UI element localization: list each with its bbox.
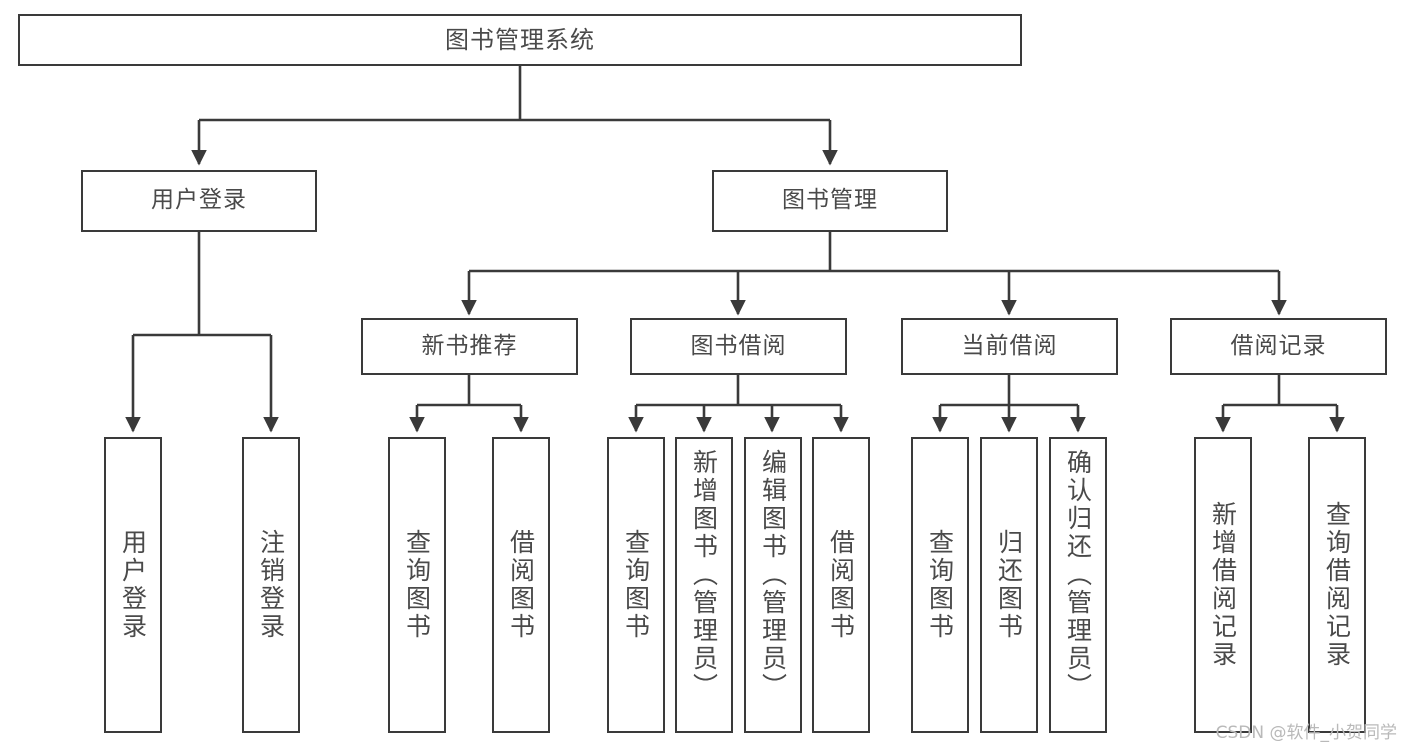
leaf-borrow-book-borrow[interactable]: 借阅图书 (812, 437, 870, 733)
node-new-book-recommend[interactable]: 新书推荐 (361, 318, 578, 375)
node-label: 归还图书 (994, 529, 1024, 641)
leaf-confirm-return-admin[interactable]: 确认归还（管理员） (1049, 437, 1107, 733)
node-label: 图书管理 (782, 187, 878, 214)
node-label: 新增借阅记录 (1208, 501, 1238, 669)
node-root-book-management-system[interactable]: 图书管理系统 (18, 14, 1022, 66)
csdn-watermark: CSDN @软件_小贺同学 (1215, 723, 1397, 743)
node-label: 注销登录 (256, 529, 286, 641)
node-label: 当前借阅 (961, 332, 1058, 359)
node-label: 用户登录 (151, 187, 247, 214)
node-label: 图书管理系统 (445, 25, 595, 54)
leaf-query-book-recommend[interactable]: 查询图书 (388, 437, 446, 733)
node-label: 图书借阅 (690, 332, 787, 359)
node-label: 确认归还（管理员） (1063, 449, 1093, 701)
leaf-query-borrow-record[interactable]: 查询借阅记录 (1308, 437, 1366, 733)
leaf-user-logout[interactable]: 注销登录 (242, 437, 300, 733)
node-label: 借阅图书 (826, 529, 856, 641)
node-user-login[interactable]: 用户登录 (81, 170, 317, 232)
leaf-add-borrow-record[interactable]: 新增借阅记录 (1194, 437, 1252, 733)
leaf-query-book-current[interactable]: 查询图书 (911, 437, 969, 733)
node-label: 借阅记录 (1230, 332, 1327, 359)
leaf-return-book[interactable]: 归还图书 (980, 437, 1038, 733)
leaf-query-book-borrow[interactable]: 查询图书 (607, 437, 665, 733)
node-label: 查询图书 (402, 529, 432, 641)
node-label: 查询借阅记录 (1322, 501, 1352, 669)
node-current-borrow[interactable]: 当前借阅 (901, 318, 1118, 375)
leaf-borrow-book-recommend[interactable]: 借阅图书 (492, 437, 550, 733)
leaf-add-book-admin[interactable]: 新增图书（管理员） (675, 437, 733, 733)
node-borrow-record[interactable]: 借阅记录 (1170, 318, 1387, 375)
node-label: 用户登录 (118, 529, 148, 641)
node-book-borrow[interactable]: 图书借阅 (630, 318, 847, 375)
leaf-edit-book-admin[interactable]: 编辑图书（管理员） (744, 437, 802, 733)
node-label: 借阅图书 (506, 529, 536, 641)
node-label: 新书推荐 (421, 332, 518, 359)
leaf-user-login[interactable]: 用户登录 (104, 437, 162, 733)
node-book-management[interactable]: 图书管理 (712, 170, 948, 232)
node-label: 查询图书 (925, 529, 955, 641)
node-label: 新增图书（管理员） (689, 449, 719, 701)
node-label: 编辑图书（管理员） (758, 449, 788, 701)
node-label: 查询图书 (621, 529, 651, 641)
